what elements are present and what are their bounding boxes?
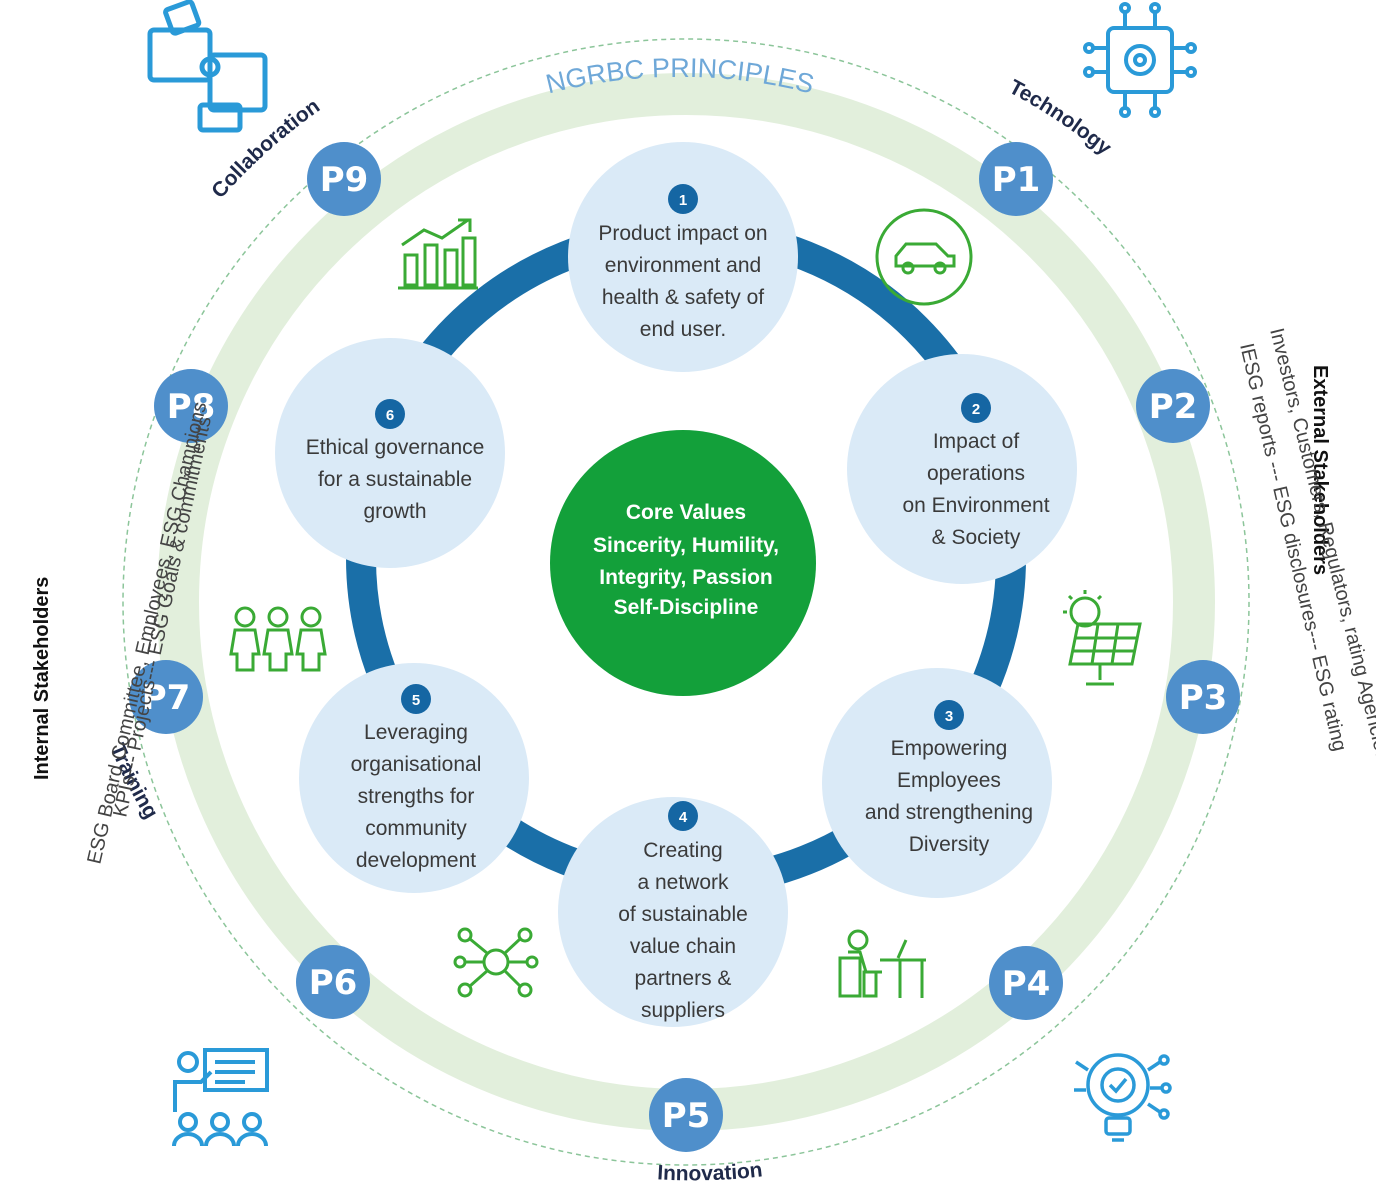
svg-text:Creating: Creating — [643, 839, 722, 862]
car-icon — [875, 208, 973, 306]
svg-text:development: development — [356, 849, 476, 872]
external-stakeholders-title: External Stakeholders — [1309, 365, 1331, 575]
principle-2: 2 Impact of operations on Environment & … — [847, 354, 1077, 584]
chip-gear-icon — [1083, 2, 1197, 118]
svg-text:growth: growth — [363, 500, 426, 523]
node-p4: P4 — [989, 946, 1063, 1020]
principle-number-badge — [668, 184, 698, 214]
svg-text:on Environment: on Environment — [902, 494, 1049, 517]
svg-text:suppliers: suppliers — [641, 999, 725, 1022]
svg-text:operations: operations — [927, 462, 1025, 485]
svg-text:P6: P6 — [309, 963, 358, 1003]
svg-text:P7: P7 — [142, 678, 191, 718]
principle-number-badge — [401, 684, 431, 714]
svg-text:& Society: & Society — [932, 526, 1021, 549]
svg-text:1: 1 — [679, 192, 687, 209]
core-values: Core Values Sincerity, Humility, Integri… — [550, 430, 816, 696]
svg-text:Self-Discipline: Self-Discipline — [614, 596, 759, 619]
svg-text:community: community — [365, 817, 467, 840]
svg-text:P2: P2 — [1149, 387, 1198, 427]
node-p8: P8 — [154, 369, 228, 443]
outer-dashed-circle — [122, 38, 1250, 1166]
svg-text:end user.: end user. — [640, 318, 726, 341]
svg-text:Product impact on: Product impact on — [598, 222, 767, 245]
internal-stakeholders-title: Internal Stakeholders — [31, 577, 53, 780]
innovation-bulb-icon — [1074, 1053, 1172, 1142]
principle-number-badge — [375, 399, 405, 429]
svg-text:Employees: Employees — [897, 769, 1001, 792]
svg-text:of sustainable: of sustainable — [618, 903, 748, 926]
svg-text:strengths for: strengths for — [358, 785, 475, 808]
svg-text:Leveraging: Leveraging — [364, 721, 468, 744]
external-stakeholders: External Stakeholders Investors, Custome… — [1235, 326, 1376, 763]
svg-text:P3: P3 — [1179, 678, 1228, 718]
node-p1: P1 — [979, 142, 1053, 216]
svg-text:Impact of: Impact of — [933, 430, 1020, 453]
svg-text:Core Values: Core Values — [626, 501, 746, 524]
principle-4: 4 Creating a network of sustainable valu… — [558, 797, 788, 1027]
svg-text:P9: P9 — [320, 160, 369, 200]
svg-text:health & safety of: health & safety of — [602, 286, 764, 309]
network-icon — [453, 927, 539, 998]
principle-number-badge — [961, 393, 991, 423]
innovation-label: Innovation — [657, 1158, 764, 1185]
svg-text:a network: a network — [637, 871, 729, 894]
svg-text:5: 5 — [412, 692, 420, 709]
node-p6: P6 — [296, 945, 370, 1019]
svg-text:Empowering: Empowering — [891, 737, 1008, 760]
principle-number-badge — [934, 700, 964, 730]
people-group-icon — [229, 606, 327, 672]
principle-5: 5 Leveraging organisational strengths fo… — [299, 663, 529, 893]
principle-3: 3 Empowering Employees and strengthening… — [822, 668, 1052, 898]
node-p3: P3 — [1166, 660, 1240, 734]
svg-text:Ethical governance: Ethical governance — [306, 436, 485, 459]
svg-text:value chain: value chain — [630, 935, 736, 958]
employee-desk-icon — [838, 929, 926, 998]
svg-text:P4: P4 — [1002, 964, 1051, 1004]
node-p5: P5 — [649, 1078, 723, 1152]
node-p2: P2 — [1136, 369, 1210, 443]
svg-text:organisational: organisational — [351, 753, 482, 776]
svg-text:Sincerity, Humility,: Sincerity, Humility, — [593, 534, 779, 557]
svg-text:2: 2 — [972, 401, 980, 418]
principle-6: 6 Ethical governance for a sustainable g… — [275, 338, 505, 568]
svg-text:for a sustainable: for a sustainable — [318, 468, 472, 491]
svg-text:and strengthening: and strengthening — [865, 801, 1033, 824]
svg-text:P1: P1 — [992, 160, 1041, 200]
training-presentation-icon — [172, 1048, 269, 1147]
principle-1: 1 Product impact on environment and heal… — [568, 142, 798, 372]
growth-chart-icon — [398, 218, 478, 290]
solar-panel-icon — [1063, 590, 1142, 686]
svg-text:4: 4 — [679, 809, 688, 826]
puzzle-handshake-icon — [147, 0, 268, 133]
svg-text:partners &: partners & — [635, 967, 732, 990]
node-p9: P9 — [307, 142, 381, 216]
svg-text:6: 6 — [386, 407, 394, 424]
svg-text:P8: P8 — [167, 387, 216, 427]
svg-text:3: 3 — [945, 708, 953, 725]
svg-text:Diversity: Diversity — [909, 833, 990, 856]
svg-text:P5: P5 — [662, 1096, 711, 1136]
node-p7: P7 — [129, 660, 203, 734]
svg-text:environment and: environment and — [605, 254, 761, 277]
svg-text:Integrity, Passion: Integrity, Passion — [599, 566, 773, 589]
principle-number-badge — [668, 801, 698, 831]
